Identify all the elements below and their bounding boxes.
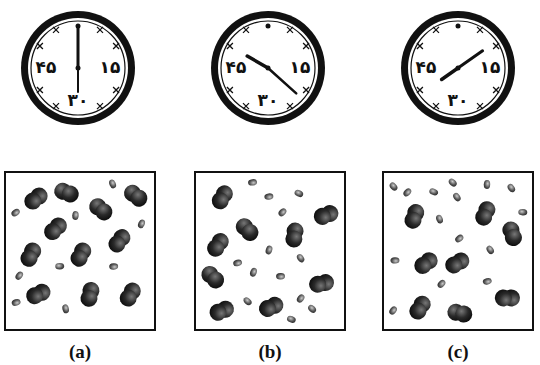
product-molecule: [249, 267, 258, 278]
product-molecule: [518, 209, 527, 216]
product-molecule: [447, 177, 458, 188]
panel-label: (b): [258, 341, 281, 362]
product-molecule: [265, 245, 274, 256]
product-molecule: [482, 277, 492, 285]
reactant-molecule: [499, 219, 526, 249]
clock-face: ۴۵ ۱۵ ۳۰: [16, 6, 140, 130]
reactant-molecule: [117, 280, 143, 310]
reactant-molecule: [80, 281, 101, 308]
product-molecule: [55, 263, 64, 270]
reactant-molecule: [232, 215, 263, 245]
product-molecule: [452, 192, 462, 203]
clock-number: ۴۵: [36, 57, 57, 77]
reactant-molecule: [52, 181, 81, 204]
clock-number: ۴۵: [416, 57, 437, 77]
product-molecule: [388, 305, 399, 316]
product-molecule: [11, 298, 21, 307]
product-molecule: [61, 304, 69, 314]
clock-number: ۱۵: [480, 57, 501, 77]
clock-drawing: [16, 6, 140, 130]
product-molecule: [506, 183, 516, 194]
reactant-molecule: [442, 248, 473, 277]
reactant-molecule: [41, 213, 71, 244]
clock-drawing: [206, 6, 330, 130]
reactant-molecule: [85, 195, 116, 224]
clock-number: ۳۰: [68, 90, 89, 110]
product-molecule: [295, 253, 305, 264]
clock-number: ۱۵: [290, 57, 311, 77]
reactant-molecule: [23, 280, 54, 309]
product-molecule: [402, 187, 413, 198]
product-molecule: [277, 207, 288, 218]
product-molecule: [390, 257, 399, 264]
reactant-molecule: [311, 201, 342, 229]
sample-box: [383, 172, 533, 330]
product-molecule: [428, 187, 439, 196]
panel-label: (c): [447, 341, 468, 362]
reactant-molecule: [256, 293, 287, 321]
reactant-molecule: [307, 271, 336, 296]
panel-label: (a): [69, 341, 91, 362]
product-molecule: [286, 315, 297, 324]
clock-drawing: [396, 6, 520, 130]
clock-face: ۴۵ ۱۵ ۳۰: [396, 6, 520, 130]
product-molecule: [248, 179, 258, 187]
product-molecule: [232, 259, 242, 268]
product-molecule: [109, 263, 118, 270]
clock-number: ۳۰: [448, 90, 469, 110]
product-molecule: [454, 233, 465, 244]
reactant-molecule: [68, 240, 93, 270]
reactant-molecule: [206, 297, 237, 325]
product-molecule: [14, 270, 25, 281]
reactant-molecule: [285, 222, 304, 247]
product-molecule: [295, 293, 306, 304]
product-molecule: [276, 273, 285, 280]
product-molecule: [293, 189, 304, 199]
clock-number: ۴۵: [226, 57, 247, 77]
sample-box: [5, 172, 155, 330]
clock-number: ۳۰: [258, 90, 279, 110]
product-molecule: [264, 193, 274, 200]
product-molecule: [108, 179, 117, 190]
product-molecule: [10, 207, 21, 217]
reactant-molecule: [447, 303, 473, 323]
product-molecule: [388, 181, 399, 192]
reactant-molecule: [209, 182, 236, 212]
reactant-molecule: [18, 240, 43, 270]
reactant-molecule: [473, 199, 497, 228]
reactant-molecule: [197, 263, 228, 293]
clock-face: ۴۵ ۱۵ ۳۰: [206, 6, 330, 130]
product-molecule: [485, 244, 495, 255]
product-molecule: [137, 218, 147, 229]
product-molecule: [435, 214, 444, 225]
product-molecule: [242, 296, 253, 307]
reactant-molecule: [403, 202, 426, 230]
reactant-molecule: [407, 292, 434, 322]
clock-number: ۱۵: [100, 57, 121, 77]
reactant-molecule: [120, 182, 151, 210]
product-molecule: [436, 278, 447, 289]
reactant-molecule: [204, 230, 232, 261]
reactant-molecule: [411, 248, 441, 278]
sample-box: [195, 172, 345, 330]
product-molecule: [307, 303, 318, 314]
product-molecule: [72, 211, 79, 220]
reactant-molecule: [105, 225, 133, 256]
reactant-molecule: [494, 288, 521, 309]
reactant-molecule: [21, 183, 51, 213]
product-molecule: [484, 180, 491, 189]
